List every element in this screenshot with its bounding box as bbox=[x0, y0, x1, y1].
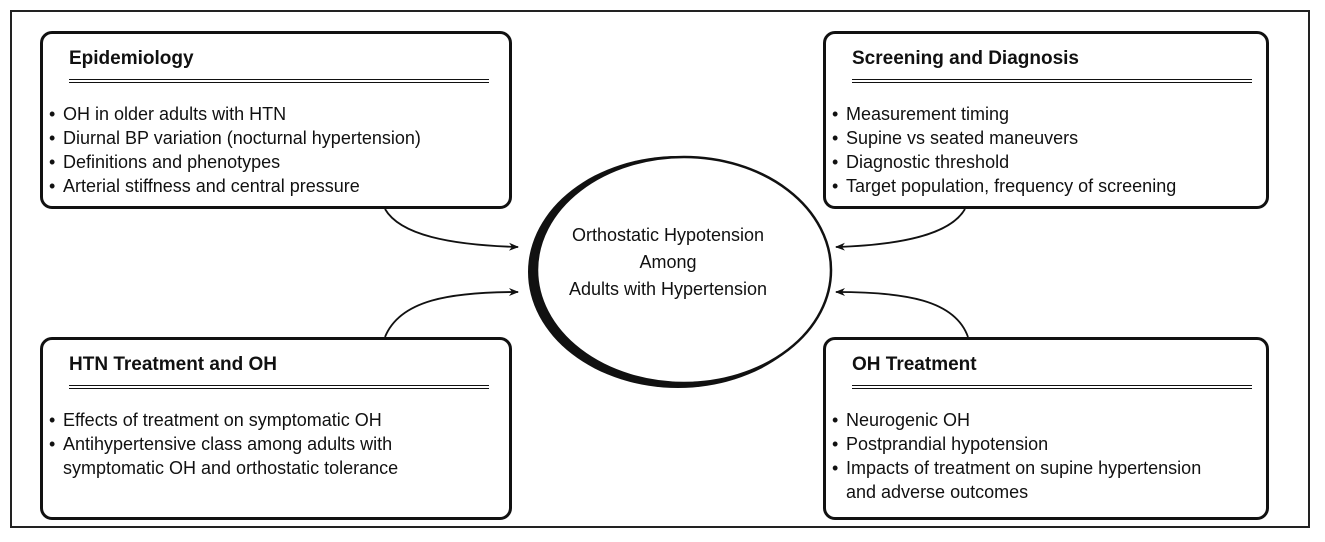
htn-treatment-box: HTN Treatment and OH Effects of treatmen… bbox=[40, 337, 512, 520]
list-item: Antihypertensive class among adults with bbox=[43, 432, 398, 456]
epidemiology-title: Epidemiology bbox=[69, 48, 194, 69]
list-item: OH in older adults with HTN bbox=[43, 102, 421, 126]
list-item: Diurnal BP variation (nocturnal hyperten… bbox=[43, 126, 421, 150]
list-item: Postprandial hypotension bbox=[826, 432, 1201, 456]
list-item: Target population, frequency of screenin… bbox=[826, 174, 1176, 198]
list-item-continuation: and adverse outcomes bbox=[846, 482, 1029, 502]
center-line-1: Orthostatic Hypotension bbox=[571, 225, 765, 245]
center-line-3: Adults with Hypertension bbox=[568, 279, 768, 299]
epidemiology-box: Epidemiology OH in older adults with HTN… bbox=[40, 31, 512, 209]
oh-treatment-title-rule bbox=[852, 385, 1252, 389]
center-line-2: Among bbox=[639, 252, 697, 272]
oh-treatment-list: Neurogenic OH Postprandial hypotension I… bbox=[826, 408, 1201, 504]
oh-treatment-box: OH Treatment Neurogenic OH Postprandial … bbox=[823, 337, 1269, 520]
screening-title-rule bbox=[852, 79, 1252, 83]
oh-treatment-title: OH Treatment bbox=[852, 354, 977, 375]
list-item: Measurement timing bbox=[826, 102, 1176, 126]
htn-treatment-title-rule bbox=[69, 385, 489, 389]
htn-treatment-list: Effects of treatment on symptomatic OH A… bbox=[43, 408, 398, 480]
screening-title: Screening and Diagnosis bbox=[852, 48, 1079, 69]
arrow-htn-treatment bbox=[384, 288, 519, 338]
htn-treatment-title: HTN Treatment and OH bbox=[69, 354, 277, 375]
epidemiology-list: OH in older adults with HTN Diurnal BP v… bbox=[43, 102, 421, 198]
list-item: Supine vs seated maneuvers bbox=[826, 126, 1176, 150]
list-item: Effects of treatment on symptomatic OH bbox=[43, 408, 398, 432]
center-concept: Orthostatic Hypotension Among Adults wit… bbox=[522, 222, 814, 303]
center-ellipse bbox=[535, 155, 833, 385]
list-item-continuation: symptomatic OH and orthostatic tolerance bbox=[63, 458, 399, 478]
list-item: Impacts of treatment on supine hypertens… bbox=[826, 456, 1201, 480]
list-item: Neurogenic OH bbox=[826, 408, 1201, 432]
epidemiology-title-rule bbox=[69, 79, 489, 83]
list-item: Definitions and phenotypes bbox=[43, 150, 421, 174]
screening-box: Screening and Diagnosis Measurement timi… bbox=[823, 31, 1269, 209]
arrow-screening bbox=[835, 208, 966, 251]
arrow-epidemiology bbox=[384, 208, 519, 251]
screening-list: Measurement timing Supine vs seated mane… bbox=[826, 102, 1176, 198]
arrow-oh-treatment bbox=[835, 288, 969, 338]
diagram-frame bbox=[10, 10, 1310, 528]
list-item: Diagnostic threshold bbox=[826, 150, 1176, 174]
list-item: Arterial stiffness and central pressure bbox=[43, 174, 421, 198]
